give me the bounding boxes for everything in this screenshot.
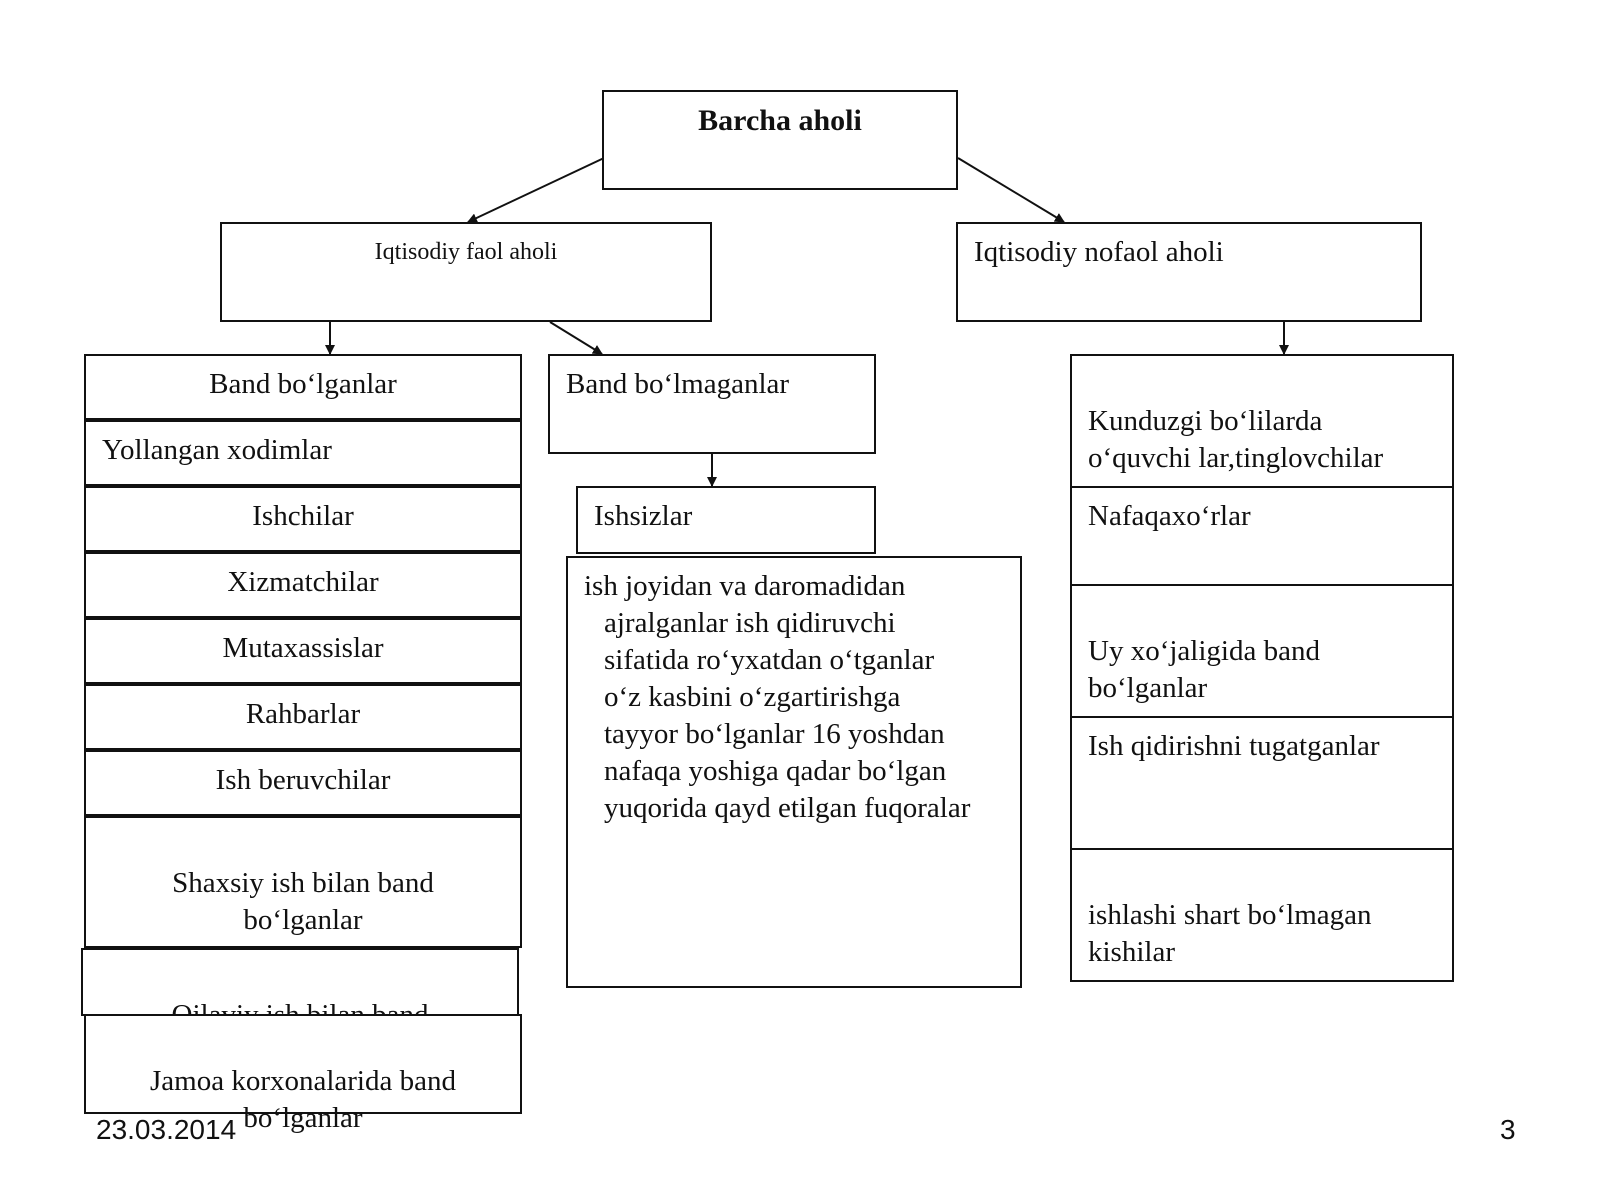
box-employed-item-employers: Ish beruvchilar [84, 750, 522, 816]
inactive-item-label: Uy xo‘jaligida band bo‘lganlar [1088, 635, 1320, 704]
inactive-item-label: Nafaqaxo‘rlar [1088, 500, 1251, 532]
box-employed-item-self-employed: Shaxsiy ish bilan band bo‘lganlar [84, 816, 522, 948]
box-employed-item-collective-enterprises: Jamoa korxonalarida band bo‘lganlar [84, 1014, 522, 1134]
box-inactive-item-students: Kunduzgi bo‘lilarda o‘quvchi lar,tinglov… [1070, 354, 1454, 488]
unemployed-label: Ishsizlar [594, 500, 693, 532]
box-employed-item-hired: Yollangan xodimlar [84, 420, 522, 486]
employed-item-label: Mutaxassislar [222, 632, 384, 664]
employed-item-label: Xizmatchilar [227, 566, 379, 598]
box-inactive-item-not-required-to-work: ishlashi shart bo‘lmagan kishilar [1070, 848, 1454, 982]
box-employed-item-specialists: Mutaxassislar [84, 618, 522, 684]
box-unemployed: Ishsizlar [576, 486, 876, 554]
box-active-population: Iqtisodiy faol aholi [220, 222, 712, 322]
box-employed-item-workers: Ishchilar [84, 486, 522, 552]
not-employed-header-label: Band bo‘lmaganlar [566, 368, 790, 400]
box-employed-header: Band bo‘lganlar [84, 354, 522, 420]
arrow-root-to-active [467, 157, 605, 223]
description-first-line: ish joyidan va daromadidan [584, 570, 906, 602]
employed-header-label: Band bo‘lganlar [209, 368, 397, 400]
box-inactive-item-pensioners: Nafaqaxo‘rlar [1070, 486, 1454, 586]
box-employed-item-family-work: Oilaviy ish bilan band bo‘lganlar [81, 948, 519, 1016]
inactive-item-label: ishlashi shart bo‘lmagan kishilar [1088, 899, 1372, 968]
arrow-active-to-not-employed [549, 321, 603, 355]
footer-date: 23.03.2014 [96, 1114, 237, 1145]
box-inactive-item-stopped-searching: Ish qidirishni tugatganlar [1070, 716, 1454, 850]
arrow-root-to-inactive [957, 157, 1065, 223]
inactive-item-label: Ish qidirishni tugatganlar [1088, 730, 1380, 762]
box-not-employed-header: Band bo‘lmaganlar [548, 354, 876, 454]
employed-item-label: Oilaviy ish bilan band bo‘lganlar [171, 999, 429, 1016]
footer-page-number: 3 [1500, 1114, 1516, 1145]
inactive-item-label: Kunduzgi bo‘lilarda o‘quvchi lar,tinglov… [1088, 405, 1384, 474]
root-label: Barcha aholi [698, 104, 862, 137]
description-rest: ajralganlar ish qidiruvchi sifatida ro‘y… [604, 607, 971, 824]
root-box-barcha-aholi: Barcha aholi [602, 90, 958, 190]
inactive-label: Iqtisodiy nofaol aholi [974, 236, 1224, 268]
box-employed-item-employees: Xizmatchilar [84, 552, 522, 618]
box-inactive-population: Iqtisodiy nofaol aholi [956, 222, 1422, 322]
box-employed-item-managers: Rahbarlar [84, 684, 522, 750]
employed-item-label: Rahbarlar [245, 698, 361, 730]
employed-item-label: Ish beruvchilar [215, 764, 391, 796]
employed-item-label: Shaxsiy ish bilan band bo‘lganlar [172, 867, 434, 936]
employed-item-label: Jamoa korxonalarida band bo‘lganlar [149, 1065, 456, 1134]
employed-item-label: Ishchilar [252, 500, 354, 532]
box-unemployed-description: ish joyidan va daromadidan ajralganlar i… [566, 556, 1022, 988]
active-label: Iqtisodiy faol aholi [374, 239, 558, 265]
box-inactive-item-household: Uy xo‘jaligida band bo‘lganlar [1070, 584, 1454, 718]
employed-item-label: Yollangan xodimlar [102, 434, 332, 466]
